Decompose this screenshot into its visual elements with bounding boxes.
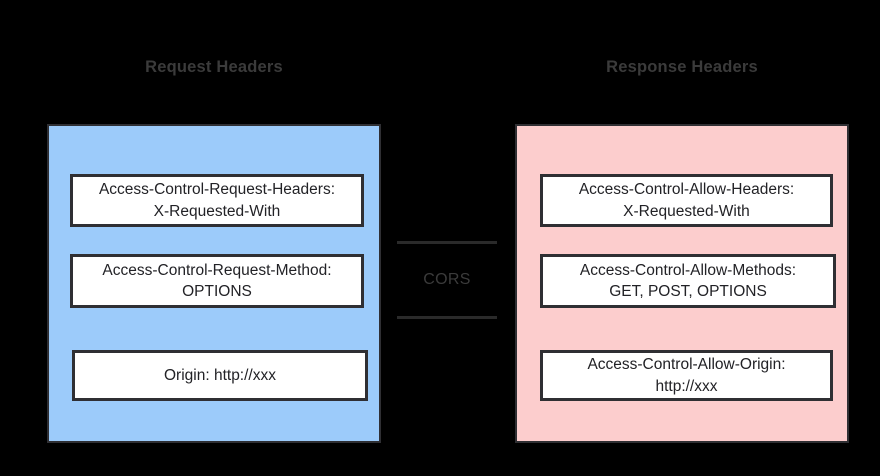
header-card-line1: Access-Control-Request-Headers:	[98, 181, 336, 199]
header-card-line1: Access-Control-Request-Method:	[102, 261, 332, 279]
cors-connector: CORS	[397, 241, 497, 319]
request-headers-title: Request Headers	[145, 58, 283, 76]
header-card-line2: http://xxx	[655, 377, 718, 395]
response-headers-panel: Access-Control-Allow-Headers: X-Requeste…	[515, 124, 849, 443]
header-card-access-control-allow-headers: Access-Control-Allow-Headers: X-Requeste…	[540, 174, 833, 227]
header-card-line2: GET, POST, OPTIONS	[609, 283, 767, 300]
request-headers-panel: Access-Control-Request-Headers: X-Reques…	[47, 124, 381, 443]
header-card-access-control-request-headers: Access-Control-Request-Headers: X-Reques…	[70, 174, 364, 227]
header-card-line1: Access-Control-Allow-Headers:	[578, 181, 795, 199]
header-card-line1: Origin: http://xxx	[164, 366, 276, 384]
header-card-access-control-allow-origin: Access-Control-Allow-Origin: http://xxx	[540, 350, 833, 401]
header-card-access-control-allow-methods: Access-Control-Allow-Methods: GET, POST,…	[540, 254, 836, 308]
header-card-line1: Access-Control-Allow-Methods:	[579, 261, 797, 279]
header-card-access-control-request-method: Access-Control-Request-Method: OPTIONS	[70, 254, 364, 308]
header-card-line2: OPTIONS	[182, 283, 252, 300]
response-headers-title: Response Headers	[606, 58, 758, 76]
header-card-line2: X-Requested-With	[153, 202, 281, 220]
header-card-origin: Origin: http://xxx	[72, 350, 368, 401]
header-card-line2: X-Requested-With	[623, 202, 750, 220]
header-card-line1: Access-Control-Allow-Origin:	[587, 356, 786, 374]
cors-label: CORS	[423, 271, 471, 288]
